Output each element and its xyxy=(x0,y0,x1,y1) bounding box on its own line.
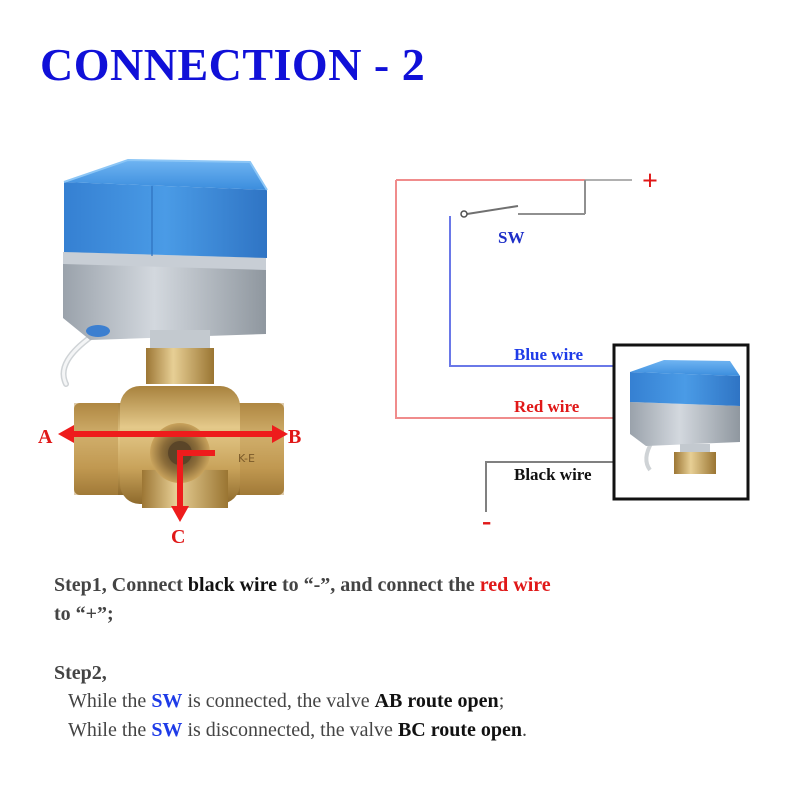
flow-arrows xyxy=(58,425,288,522)
step2-l1-text-a: While the xyxy=(68,690,152,712)
step2-line1: While the SW is connected, the valve AB … xyxy=(68,690,504,713)
step2-l1-end: ; xyxy=(498,690,505,712)
port-c-label: C xyxy=(171,526,185,548)
minus-terminal-label: - xyxy=(482,506,491,537)
plus-terminal-label: + xyxy=(642,166,658,197)
actuator-thumbnail xyxy=(612,343,750,501)
step2-line2: While the SW is disconnected, the valve … xyxy=(68,719,527,742)
step2-l2-text-b: is disconnected, the valve xyxy=(182,719,398,741)
wires xyxy=(395,179,632,512)
step2-l1-sw: SW xyxy=(151,690,183,712)
step1-line1: Step1, Connect black wire to “-”, and co… xyxy=(54,574,551,597)
step1-red-wire: red wire xyxy=(479,574,551,596)
step2-l2-sw: SW xyxy=(151,719,183,741)
switch-label: SW xyxy=(498,228,524,247)
step2-l2-end: . xyxy=(522,719,528,741)
svg-text:K-E: K-E xyxy=(238,452,255,465)
step2-l1-text-b: is connected, the valve xyxy=(182,690,375,712)
step2-l1-ab-route: AB route open xyxy=(374,690,499,712)
step1-black-wire: black wire xyxy=(187,574,277,596)
page-title: CONNECTION - 2 xyxy=(40,39,426,90)
step1-line2: to “+”; xyxy=(54,603,114,625)
step2-l2-text-a: While the xyxy=(68,719,152,741)
step1-text-b: to “-”, and connect the xyxy=(276,574,480,596)
step2-l2-bc-route: BC route open xyxy=(397,719,523,741)
step1-text-a: Step1, Connect xyxy=(54,574,188,596)
blue-wire-label: Blue wire xyxy=(514,345,584,364)
port-a-label: A xyxy=(38,426,53,448)
valve-photo: K-E xyxy=(60,158,284,508)
red-wire-label: Red wire xyxy=(514,397,580,416)
black-wire-label: Black wire xyxy=(514,465,592,484)
step2-heading: Step2, xyxy=(54,662,107,684)
port-b-label: B xyxy=(288,426,301,448)
